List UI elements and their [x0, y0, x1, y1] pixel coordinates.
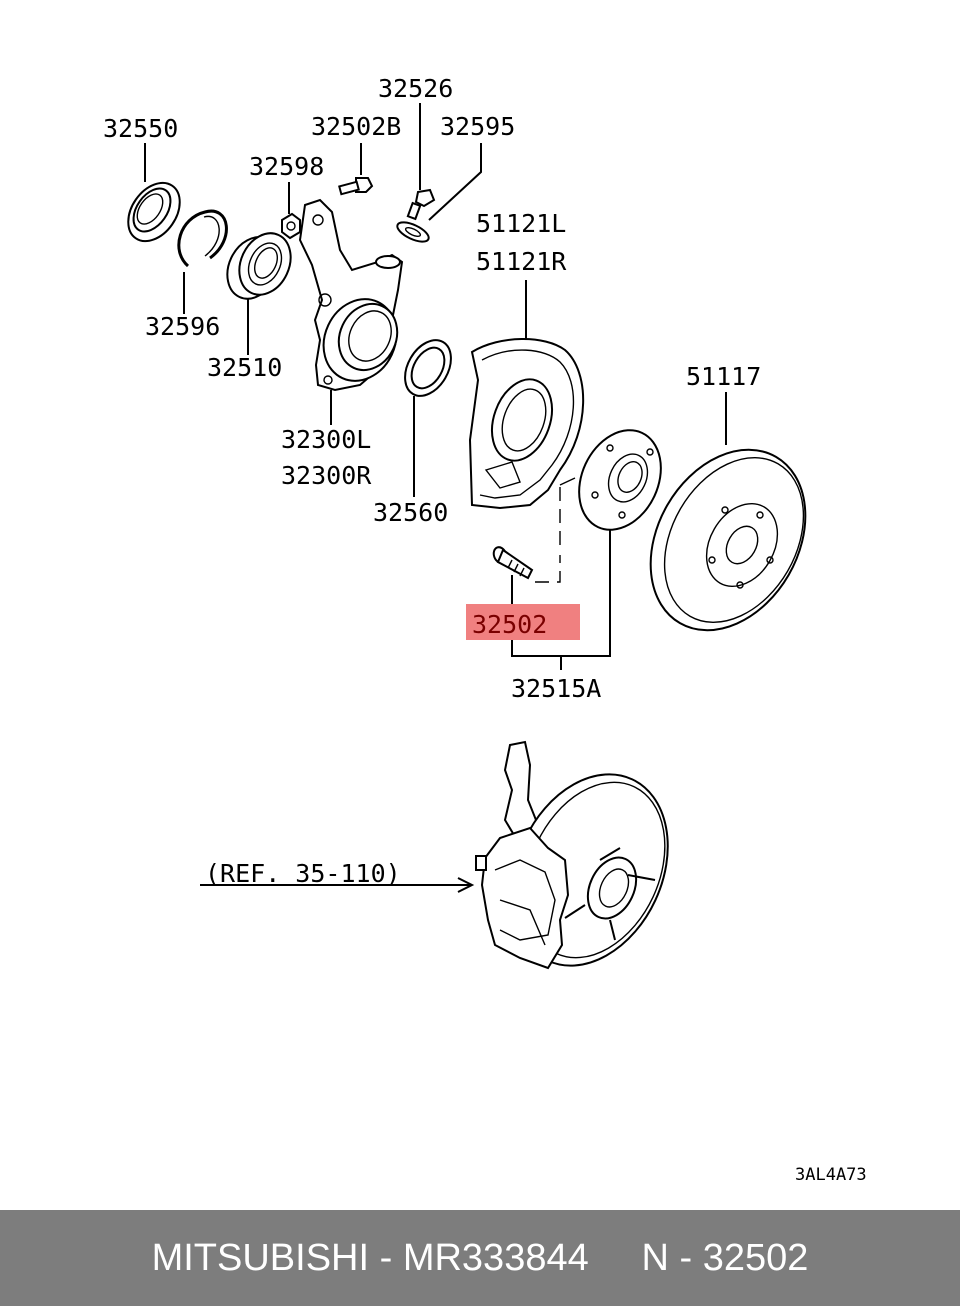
label-32550[interactable]: 32550	[103, 114, 178, 143]
dust-cover-51121	[468, 338, 585, 510]
bearing-32510	[226, 232, 292, 300]
washer-32595	[396, 221, 430, 243]
footer-bar: MITSUBISHI - MR333844 N - 32502	[0, 1210, 960, 1306]
bolt-32526	[406, 188, 436, 221]
label-32595[interactable]: 32595	[440, 112, 515, 141]
hub-32515A	[578, 429, 662, 531]
highlight-box	[466, 604, 580, 640]
label-32300R[interactable]: 32300R	[281, 461, 372, 490]
reference-label[interactable]: (REF. 35-110)	[205, 859, 401, 888]
label-32560[interactable]: 32560	[373, 498, 448, 527]
label-32596[interactable]: 32596	[145, 312, 220, 341]
label-32515A[interactable]: 32515A	[511, 674, 601, 703]
label-32300L[interactable]: 32300L	[281, 425, 371, 454]
knuckle-32300	[298, 198, 404, 392]
label-51121R[interactable]: 51121R	[476, 247, 567, 276]
brake-disc-51117	[649, 448, 807, 632]
label-32510[interactable]: 32510	[207, 353, 282, 382]
leader-lines	[144, 103, 727, 893]
label-32502-highlighted[interactable]: 32502	[472, 610, 547, 639]
footer-text: MITSUBISHI - MR333844 N - 32502	[151, 1237, 809, 1279]
hub-bolt-32502	[492, 546, 534, 580]
label-51117[interactable]: 51117	[686, 362, 761, 391]
diagram-code: 3AL4A73	[795, 1165, 867, 1185]
nut-32598	[281, 212, 301, 240]
label-32502B[interactable]: 32502B	[311, 112, 401, 141]
bolt-32502B	[338, 177, 374, 196]
oil-seal-32560	[404, 339, 452, 397]
parts-diagram: 32526 32550 32502B 32595 32598 51121L 51…	[103, 74, 867, 1185]
label-32598[interactable]: 32598	[249, 152, 324, 181]
oil-seal-32550	[127, 181, 181, 243]
label-51121L[interactable]: 51121L	[476, 209, 566, 238]
snap-ring-32596	[177, 209, 228, 268]
label-32526[interactable]: 32526	[378, 74, 453, 103]
assembly-view	[475, 740, 669, 970]
